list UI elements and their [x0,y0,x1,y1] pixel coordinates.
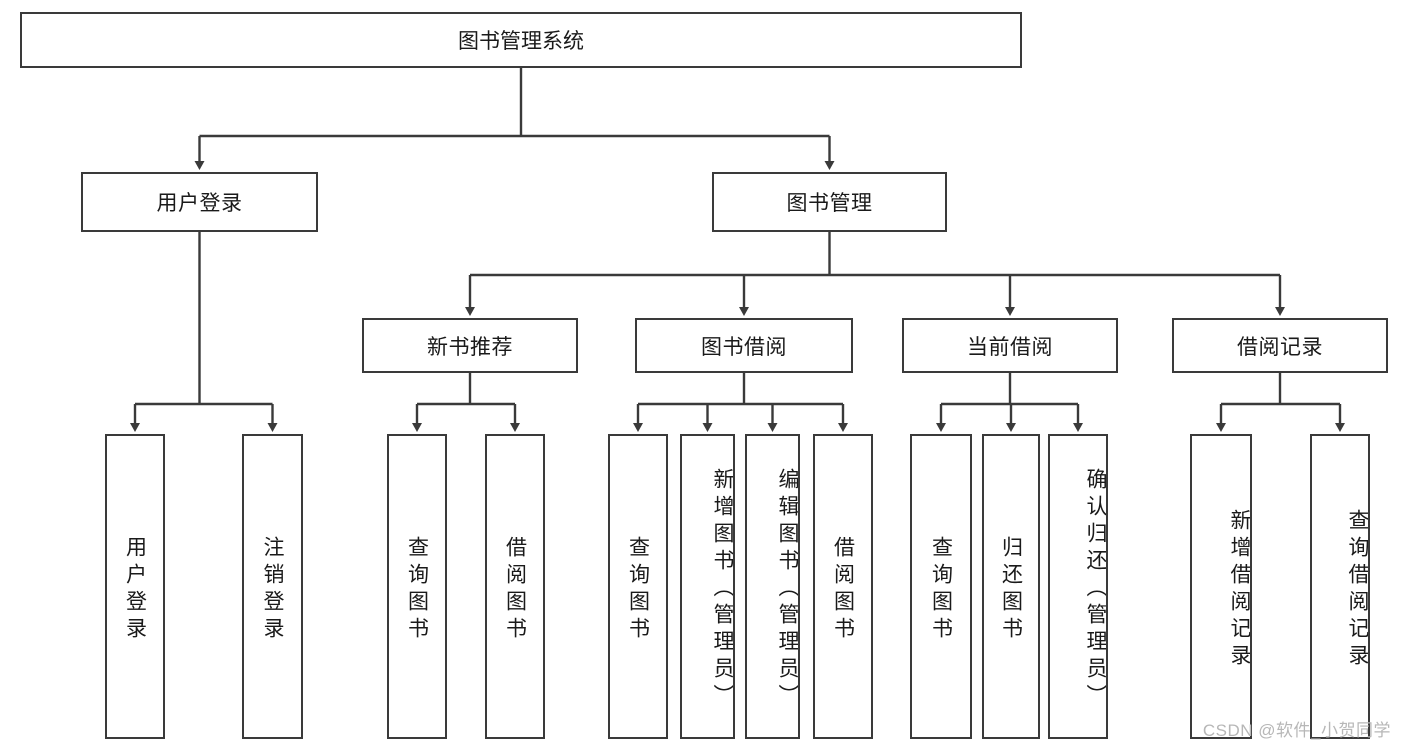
leaf-text-wrap: 注销登录 [244,442,301,737]
node-label: 用户登录 [123,535,147,644]
node-level2-0[interactable]: 用户登录 [81,172,318,232]
leaf-text-wrap: 编辑图书（管理员） [747,442,798,737]
node-label: 查询借阅记录 [1346,508,1368,671]
leaf-text-wrap: 归还图书 [984,442,1038,737]
node-leaf-9[interactable]: 归还图书 [982,434,1040,739]
node-label: 借阅图书 [503,535,527,644]
node-leaf-1[interactable]: 注销登录 [242,434,303,739]
node-label: 新增图书（管理员） [711,468,733,711]
node-label: 新增借阅记录 [1228,508,1250,671]
node-leaf-4[interactable]: 查询图书 [608,434,668,739]
node-label: 图书管理系统 [458,30,584,53]
node-leaf-8[interactable]: 查询图书 [910,434,972,739]
node-label: 用户登录 [156,192,243,215]
node-label: 查询图书 [626,535,650,644]
node-leaf-0[interactable]: 用户登录 [105,434,165,739]
node-level3-3[interactable]: 借阅记录 [1172,318,1388,373]
leaf-text-wrap: 查询借阅记录 [1312,442,1368,737]
node-leaf-10[interactable]: 确认归还（管理员） [1048,434,1108,739]
node-leaf-7[interactable]: 借阅图书 [813,434,873,739]
node-label: 查询图书 [405,535,429,644]
node-label: 借阅图书 [831,535,855,644]
leaf-text-wrap: 新增图书（管理员） [682,442,733,737]
leaf-text-wrap: 查询图书 [610,442,666,737]
node-leaf-6[interactable]: 编辑图书（管理员） [745,434,800,739]
leaf-text-wrap: 新增借阅记录 [1192,442,1250,737]
node-label: 确认归还（管理员） [1084,468,1106,711]
node-leaf-12[interactable]: 查询借阅记录 [1310,434,1370,739]
node-label: 归还图书 [999,535,1023,644]
node-leaf-11[interactable]: 新增借阅记录 [1190,434,1252,739]
node-level2-1[interactable]: 图书管理 [712,172,947,232]
leaf-text-wrap: 查询图书 [912,442,970,737]
node-leaf-3[interactable]: 借阅图书 [485,434,545,739]
node-label: 编辑图书（管理员） [776,468,798,711]
node-label: 图书借阅 [701,335,787,359]
node-label: 查询图书 [929,535,953,644]
leaf-text-wrap: 查询图书 [389,442,445,737]
leaf-text-wrap: 确认归还（管理员） [1050,442,1106,737]
csdn-watermark: CSDN @软件_小贺同学 [1202,721,1391,740]
node-label: 新书推荐 [427,335,513,359]
node-root[interactable]: 图书管理系统 [20,12,1022,68]
node-label: 图书管理 [786,192,873,215]
leaf-text-wrap: 借阅图书 [487,442,543,737]
node-level3-2[interactable]: 当前借阅 [902,318,1118,373]
node-level3-0[interactable]: 新书推荐 [362,318,578,373]
node-label: 当前借阅 [967,335,1053,359]
node-label: 注销登录 [261,535,284,644]
node-label: 借阅记录 [1237,335,1323,359]
node-leaf-2[interactable]: 查询图书 [387,434,447,739]
leaf-text-wrap: 用户登录 [107,442,163,737]
node-level3-1[interactable]: 图书借阅 [635,318,853,373]
leaf-text-wrap: 借阅图书 [815,442,871,737]
node-leaf-5[interactable]: 新增图书（管理员） [680,434,735,739]
